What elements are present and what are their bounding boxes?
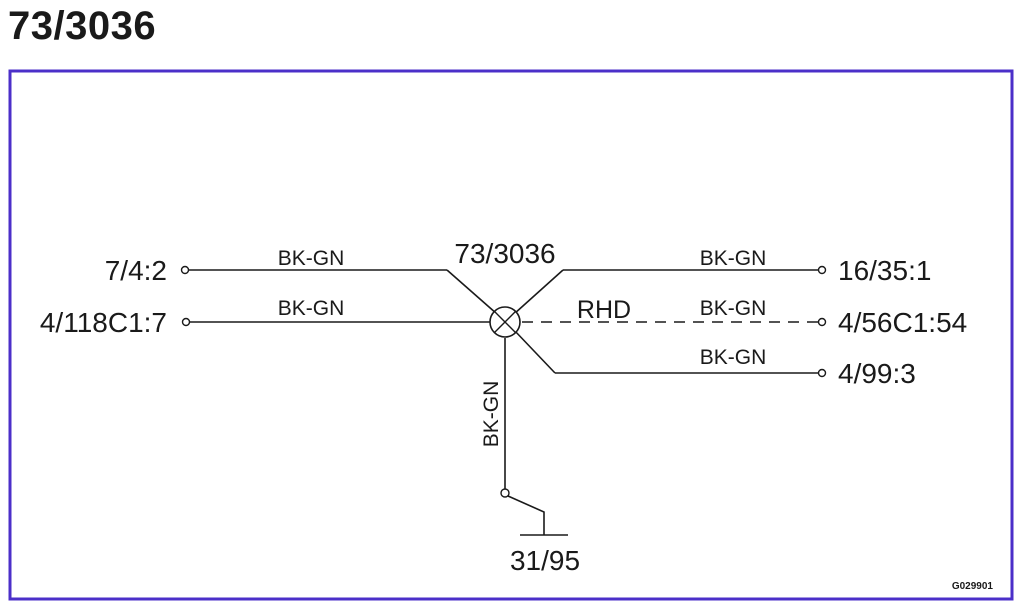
connector-label-ground: 31/95	[510, 545, 580, 576]
wire-right-bottom-diagonal	[513, 329, 556, 374]
variant-label-rhd: RHD	[577, 296, 631, 324]
terminal-left-bottom	[181, 317, 191, 327]
connector-label-right-top: 16/35:1	[838, 255, 931, 286]
terminal-left-top	[180, 265, 190, 275]
diagram-border	[8, 69, 1014, 601]
terminal-right-bottom	[817, 368, 827, 378]
terminal-right-middle	[817, 317, 827, 327]
connector-label-left-top: 7/4:2	[105, 255, 167, 286]
wire-label-right-top: BK-GN	[700, 247, 767, 270]
wire-left-top-diagonal	[446, 269, 498, 315]
wire-label-down: BK-GN	[480, 381, 503, 448]
connector-label-right-middle: 4/56C1:54	[838, 307, 967, 338]
wire-label-left-top: BK-GN	[278, 247, 345, 270]
terminal-right-top	[817, 265, 827, 275]
wire-right-top-diagonal	[513, 269, 564, 315]
connector-label-right-bottom: 4/99:3	[838, 358, 916, 389]
ground-symbol	[507, 495, 545, 535]
splice-label: 73/3036	[454, 238, 555, 269]
figure-id: G029901	[952, 581, 994, 592]
connector-label-left-bottom: 4/118C1:7	[40, 307, 167, 338]
terminal-ground	[500, 488, 510, 498]
wire-label-right-middle: BK-GN	[700, 297, 767, 320]
wire-label-right-bottom: BK-GN	[700, 346, 767, 369]
wire-label-left-bottom: BK-GN	[278, 297, 345, 320]
page-title: 73/3036	[8, 4, 157, 48]
splice-icon	[489, 306, 521, 338]
